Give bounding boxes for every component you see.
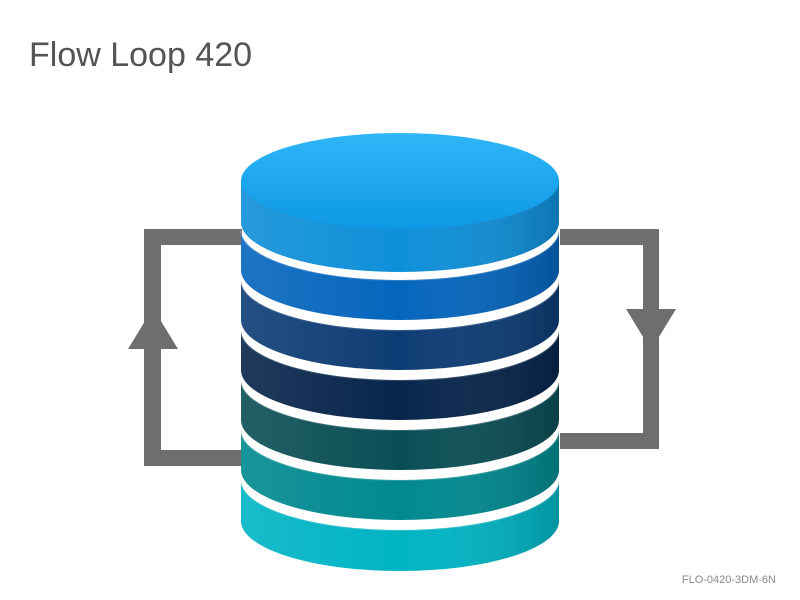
layer-shade	[241, 230, 559, 320]
down-arrow-icon	[626, 309, 676, 350]
slide-code: FLO-0420-3DM-6N	[681, 574, 776, 586]
layer-shade	[241, 430, 559, 520]
cylinder-stack: Text HereText HereText HereText HereText…	[240, 133, 560, 571]
loop-arrows	[128, 229, 676, 466]
layer-rim	[240, 229, 560, 281]
layer-shade	[241, 380, 559, 470]
layer-shade	[241, 330, 559, 420]
layer-shade	[241, 280, 559, 370]
page-title: Flow Loop 420	[29, 36, 253, 74]
up-arrow-icon	[128, 308, 178, 349]
left-loop-bracket	[144, 229, 242, 466]
right-loop-bracket	[560, 229, 659, 449]
layer-rim	[240, 329, 560, 381]
top-cap-surface	[241, 133, 559, 229]
layer-rim	[240, 429, 560, 481]
layer-shade	[241, 480, 559, 571]
layer-rim	[240, 479, 560, 531]
stack-top-cap	[241, 133, 559, 272]
layer-rim	[240, 279, 560, 331]
layer-rim	[240, 379, 560, 431]
